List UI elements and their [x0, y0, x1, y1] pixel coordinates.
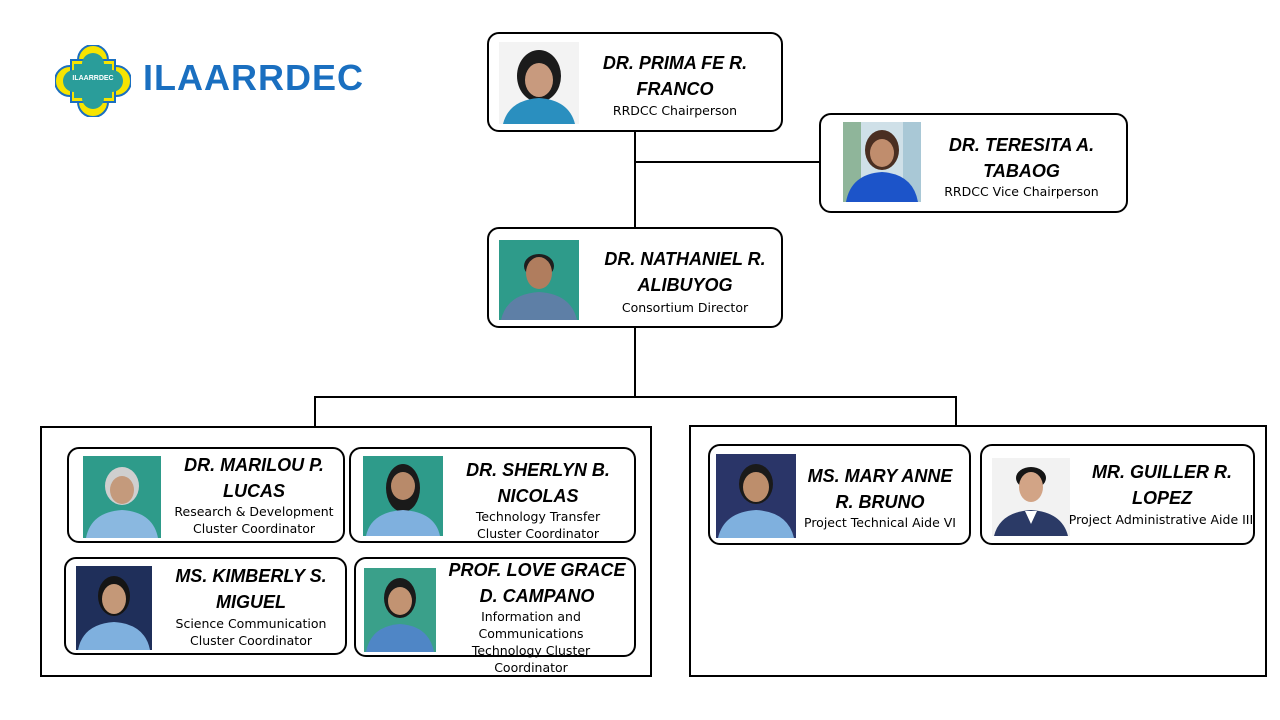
- coordinator-role: Research & Development Cluster Coordinat…: [174, 504, 334, 536]
- coordinator-name: MS. KIMBERLY S. MIGUEL: [175, 566, 327, 612]
- director-card: DR. NATHANIEL R. ALIBUYOG Consortium Dir…: [487, 227, 783, 328]
- coordinator-card: PROF. LOVE GRACE D. CAMPANO Information …: [354, 557, 636, 675]
- coordinator-photo: [83, 456, 161, 538]
- chairperson-card: DR. PRIMA FE R. FRANCO RRDCC Chairperson: [487, 32, 783, 132]
- coordinator-card: MS. KIMBERLY S. MIGUEL Science Communica…: [64, 557, 347, 655]
- staff-role: Project Administrative Aide III: [1068, 512, 1254, 527]
- staff-role: Project Technical Aide VI: [804, 515, 956, 530]
- connector-right-drop: [955, 396, 957, 427]
- connector-director-down: [634, 326, 636, 397]
- vice-chairperson-role: RRDCC Vice Chairperson: [944, 184, 1099, 199]
- connector-chair-director: [634, 130, 636, 230]
- connector-horizontal: [314, 396, 957, 398]
- connector-vice: [634, 161, 822, 163]
- vice-chairperson-name: DR. TERESITA A. TABAOG: [948, 135, 1095, 181]
- director-role: Consortium Director: [621, 300, 749, 315]
- logo-title: ILAARRDEC: [143, 57, 364, 98]
- staff-name: MR. GUILLER R. LOPEZ: [1092, 462, 1232, 508]
- logo-emblem-icon: [55, 45, 131, 117]
- staff-photo: [992, 458, 1070, 536]
- chairperson-role: RRDCC Chairperson: [612, 103, 738, 118]
- coordinator-card: DR. SHERLYN B. NICOLAS Technology Transf…: [349, 447, 636, 543]
- coordinator-role: Technology Transfer Cluster Coordinator: [475, 509, 601, 541]
- director-name: DR. NATHANIEL R. ALIBUYOG: [604, 249, 766, 295]
- logo: ILAARRDEC ILAARRDEC: [55, 45, 385, 117]
- coordinator-name: DR. SHERLYN B. NICOLAS: [466, 460, 610, 506]
- chairperson-photo: [499, 42, 579, 124]
- coordinator-photo: [364, 568, 436, 652]
- coordinator-role: Information and Communications Technolog…: [471, 609, 591, 675]
- coordinator-photo: [363, 456, 443, 536]
- connector-left-drop: [314, 396, 316, 427]
- vice-chairperson-card: DR. TERESITA A. TABAOG RRDCC Vice Chairp…: [819, 113, 1128, 213]
- vice-chairperson-photo: [843, 122, 921, 202]
- coordinator-name: PROF. LOVE GRACE D. CAMPANO: [448, 560, 626, 606]
- director-photo: [499, 240, 579, 320]
- staff-name: MS. MARY ANNE R. BRUNO: [807, 466, 953, 512]
- coordinator-role: Science Communication Cluster Coordinato…: [175, 616, 327, 648]
- logo-badge-text: ILAARRDEC: [72, 75, 114, 82]
- staff-photo: [716, 454, 796, 538]
- chairperson-name: DR. PRIMA FE R. FRANCO: [602, 53, 748, 99]
- staff-card: MS. MARY ANNE R. BRUNO Project Technical…: [708, 444, 971, 545]
- coordinator-name: DR. MARILOU P. LUCAS: [184, 455, 324, 501]
- coordinator-photo: [76, 566, 152, 650]
- staff-card: MR. GUILLER R. LOPEZ Project Administrat…: [980, 444, 1255, 545]
- coordinator-card: DR. MARILOU P. LUCAS Research & Developm…: [67, 447, 345, 543]
